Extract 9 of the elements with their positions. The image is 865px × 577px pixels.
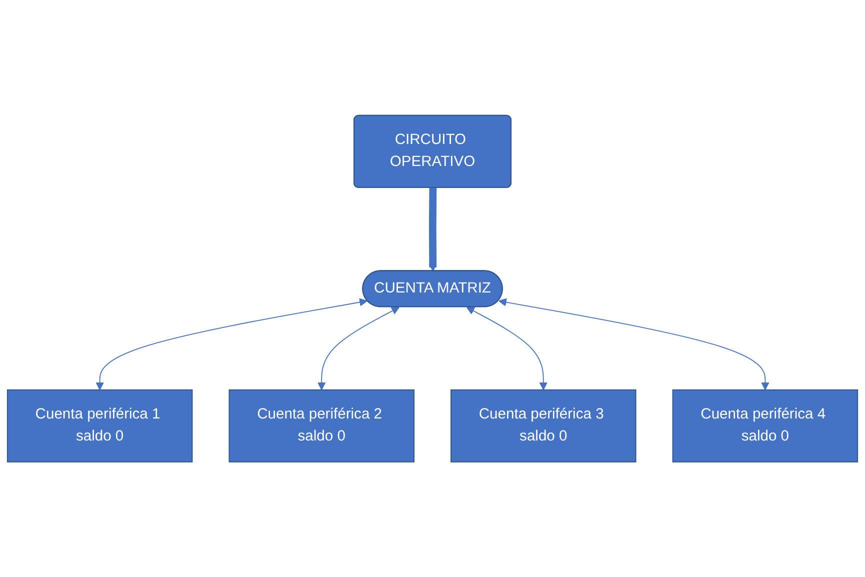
arrow bbox=[428, 188, 437, 272]
arrow bbox=[498, 298, 770, 390]
node-box: Cuenta periférica 1 saldo 0 bbox=[6, 389, 193, 462]
node-box: Cuenta periférica 4 saldo 0 bbox=[672, 389, 858, 462]
arrow bbox=[318, 306, 400, 390]
arrow bbox=[466, 306, 548, 390]
arrow bbox=[96, 298, 368, 390]
node-box: Cuenta periférica 3 saldo 0 bbox=[450, 389, 636, 462]
node-box: Cuenta periférica 2 saldo 0 bbox=[228, 389, 414, 462]
